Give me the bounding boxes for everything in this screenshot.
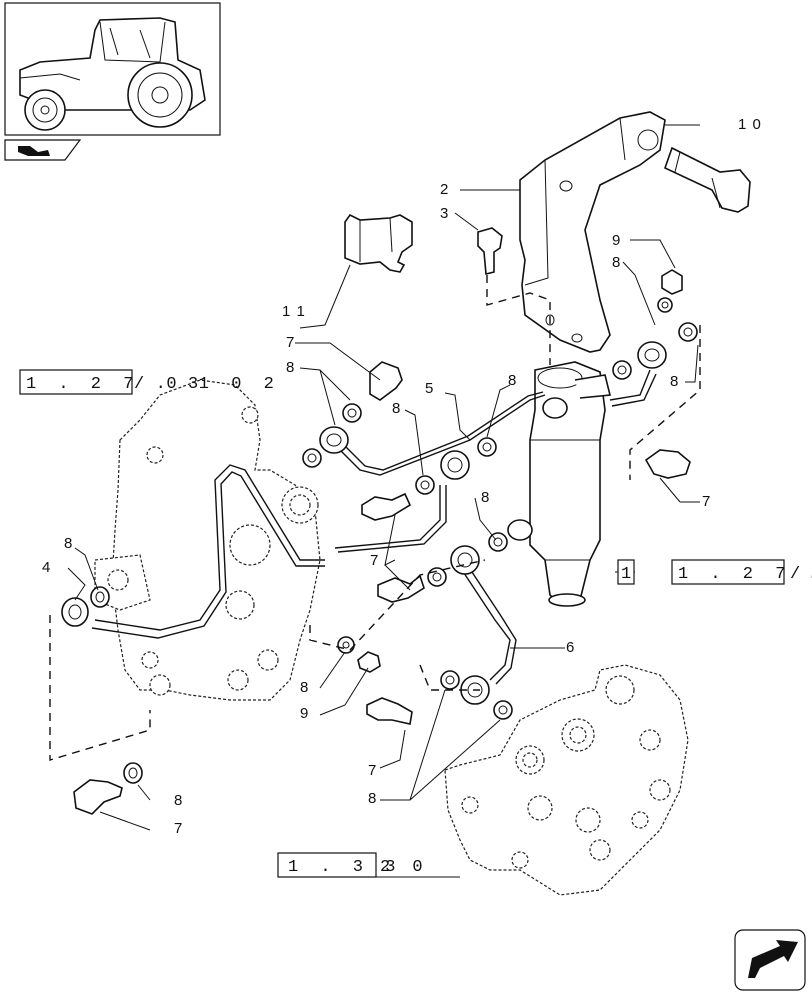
- reference-left[interactable]: 1 . 2 7 . 3 / 0 1 0 2: [19, 369, 280, 395]
- section-arrow-icon[interactable]: [4, 139, 82, 161]
- valve-block-right: [444, 664, 689, 896]
- reference-right-prefix: 1: [621, 565, 637, 584]
- callout-8-lower-mid: 8: [481, 489, 490, 506]
- callout-9-top: 9: [612, 232, 621, 249]
- callout-6: 6: [566, 639, 575, 656]
- callout-10: 1 0: [738, 116, 762, 133]
- washers: [90, 297, 698, 784]
- pipe-part-6: [461, 369, 657, 685]
- callout-7-bottom-mid: 7: [368, 762, 377, 779]
- callout-8-bottom-mid: 8: [368, 790, 377, 807]
- leader-lines: [67, 124, 700, 831]
- callout-7-right: 7: [702, 493, 711, 510]
- reference-right[interactable]: 1 1 . 2 7 . 3 /: [617, 559, 812, 585]
- pipe-part-4: [91, 464, 325, 639]
- next-page-arrow-icon[interactable]: [734, 929, 806, 991]
- bolts: [73, 269, 691, 815]
- pipe-part-5: [334, 391, 546, 553]
- reference-right-suffix: /: [790, 565, 806, 584]
- callout-7-bottom-left: 7: [174, 820, 183, 837]
- reference-bottom-suffix: 2 0: [380, 858, 429, 877]
- banjo-fitting-upper: [319, 426, 349, 454]
- callout-11: 1 1: [282, 303, 306, 320]
- callout-4: 4: [42, 559, 51, 576]
- reference-right-label: 1 . 2 7 . 3: [678, 565, 812, 584]
- callout-8-left: 8: [64, 535, 73, 552]
- callout-8-left-top: 8: [286, 359, 295, 376]
- bracket-part-2: [519, 111, 666, 353]
- reference-left-label: 1 . 2 7 . 3: [26, 375, 204, 394]
- reference-bottom-label: 1 . 3 3: [288, 858, 401, 877]
- callout-3: 3: [440, 205, 449, 222]
- banjo-fitting-lower: [450, 545, 480, 575]
- callout-9-bottom: 9: [300, 705, 309, 722]
- reference-bottom[interactable]: 1 . 3 3 2 0: [277, 852, 460, 878]
- banjo-fitting-right: [637, 341, 667, 369]
- callout-8-top: 8: [612, 254, 621, 271]
- solenoid-valve: [507, 361, 612, 607]
- callout-5: 5: [425, 380, 434, 397]
- bolt-part-10: [664, 146, 751, 213]
- callout-8-mid: 8: [392, 400, 401, 417]
- fitting-part-11: [344, 213, 413, 273]
- pump-housing-left: [94, 379, 321, 701]
- reference-left-suffix: / 0 1 0 2: [134, 375, 280, 394]
- bolt-part-3: [477, 227, 503, 276]
- callout-8-bottom-left: 8: [174, 792, 183, 809]
- assembly-lines: [49, 275, 701, 761]
- callout-8-lower-left: 8: [300, 679, 309, 696]
- callout-2: 2: [440, 181, 449, 198]
- callout-8-pipe-top: 8: [508, 372, 517, 389]
- callout-7-top: 7: [286, 334, 295, 351]
- banjo-fitting-middle: [440, 450, 470, 480]
- banjo-fitting-left: [61, 597, 89, 627]
- callout-7-mid: 7: [370, 552, 379, 569]
- callout-8-right: 8: [670, 373, 679, 390]
- tractor-thumbnail-icon[interactable]: [4, 2, 221, 136]
